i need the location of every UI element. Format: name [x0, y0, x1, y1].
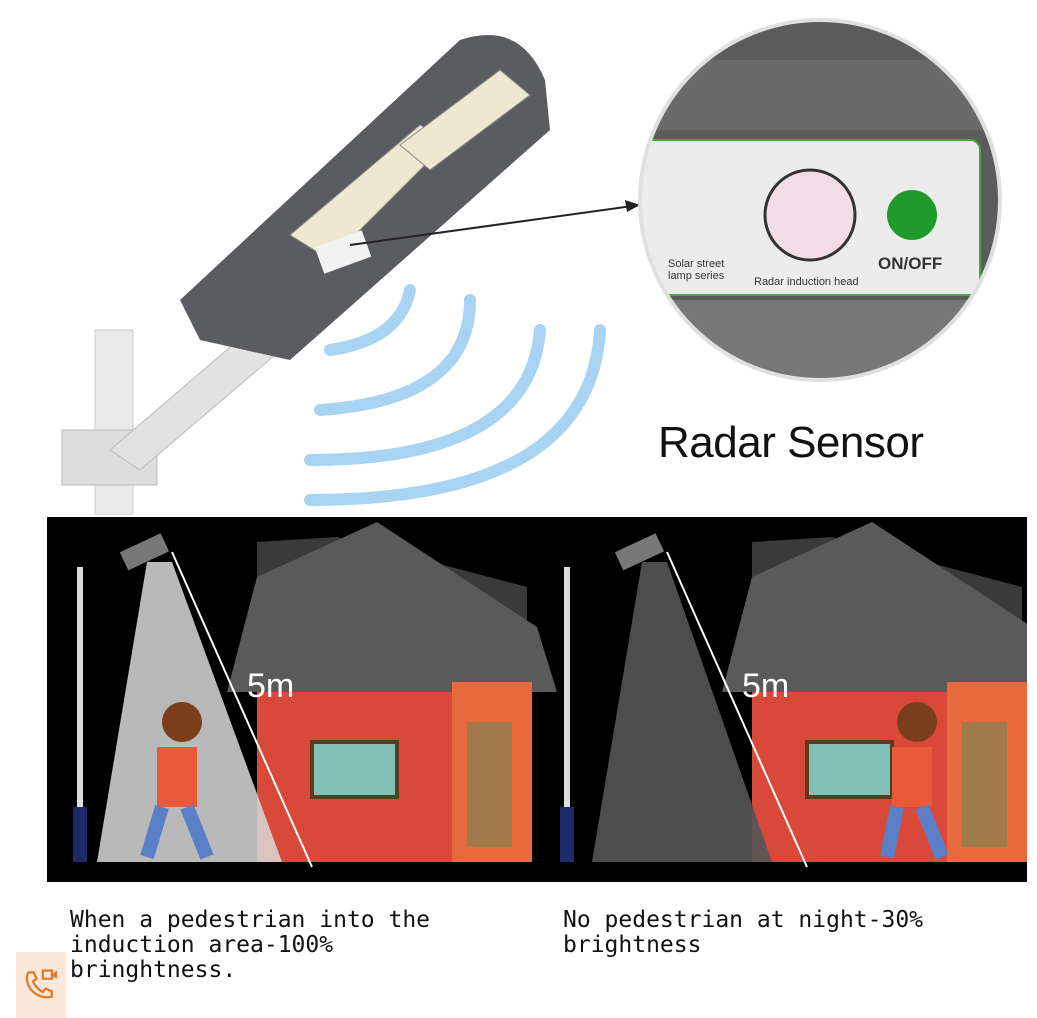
caption-dim: No pedestrian at night-30% brightness — [563, 908, 923, 958]
phone-video-icon — [25, 969, 58, 999]
series-label: Solar street — [668, 258, 725, 270]
lamp-illustration — [61, 18, 1002, 515]
distance-label: 5m — [247, 667, 295, 705]
scene-panel: 5m 5m — [47, 517, 1037, 882]
radar-waves — [304, 284, 606, 506]
distance-label: 5m — [742, 667, 790, 705]
caption-lit: When a pedestrian into the induction are… — [70, 908, 430, 983]
sensor-window — [314, 230, 372, 274]
on-off-switch — [887, 190, 937, 240]
scene-dim — [560, 522, 1037, 868]
caption-line: bringhtness. — [70, 957, 237, 983]
caption-line: brightness — [563, 932, 702, 958]
pointer-arrow — [349, 200, 641, 246]
caption-line: induction area-100% — [70, 932, 334, 958]
page-title: Radar Sensor — [658, 418, 924, 467]
on-off-label: ON/OFF — [878, 254, 943, 273]
caption-line: No pedestrian at night-30% — [563, 907, 924, 933]
scenes-illustration — [73, 522, 1037, 868]
series-label-group: Solar street lamp series — [668, 258, 724, 282]
caption-line: When a pedestrian into the — [70, 907, 431, 933]
call-button[interactable] — [16, 952, 66, 1018]
led-panel — [399, 69, 531, 171]
pole — [94, 329, 134, 515]
radar-head — [763, 168, 857, 262]
radar-head-label: Radar induction head — [754, 276, 859, 288]
series-label: lamp series — [668, 270, 725, 282]
scene-lit — [73, 522, 557, 868]
